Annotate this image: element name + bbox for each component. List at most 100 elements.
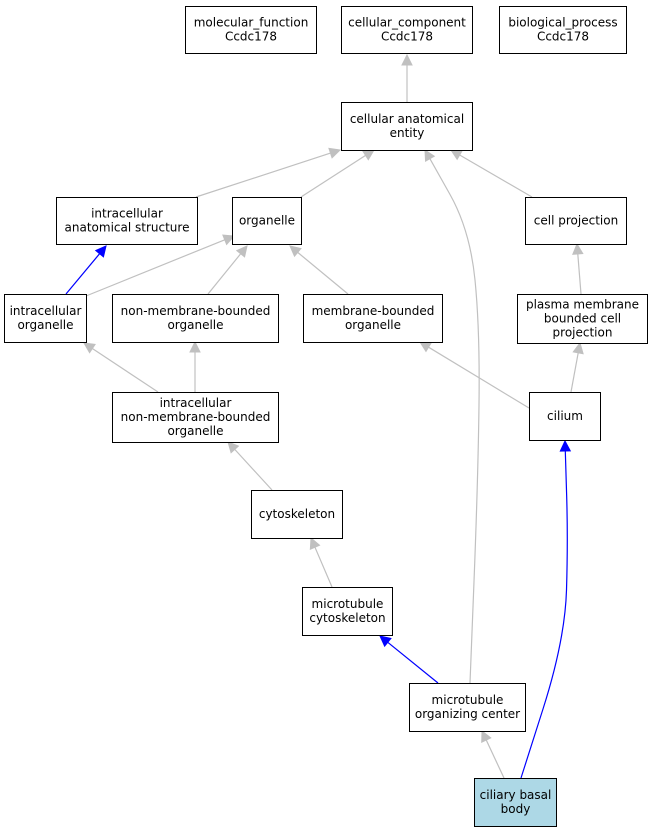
node-box[interactable]	[4, 294, 87, 343]
node-box[interactable]	[303, 294, 443, 343]
edge-line	[85, 239, 225, 297]
node-label-line: membrane-bounded	[312, 304, 435, 318]
arrowhead-icon	[94, 245, 107, 258]
node-box[interactable]	[185, 6, 317, 54]
edge-intracellular_organelle-to-organelle	[85, 234, 236, 297]
node-label-line: cellular_component	[348, 15, 466, 29]
edge-line	[570, 352, 579, 393]
node-label-line: cellular anatomical	[350, 112, 464, 126]
edge-line	[92, 348, 159, 393]
arrowhead-icon	[235, 245, 248, 258]
node-cilium[interactable]: cilium	[529, 392, 601, 441]
edge-cytoskeleton-to-intracellular_non_membrane_bounded_organelle	[227, 441, 273, 491]
edge-line	[429, 158, 480, 684]
node-box[interactable]	[499, 6, 627, 54]
node-box[interactable]	[56, 197, 198, 245]
edge-line	[459, 154, 533, 198]
node-box[interactable]	[341, 6, 473, 54]
node-box[interactable]	[341, 102, 473, 151]
edge-line	[195, 152, 331, 198]
edge-ciliary_basal_body-to-microtubule_organizing_center	[481, 729, 505, 779]
node-cytoskeleton[interactable]: cytoskeleton	[251, 490, 343, 539]
node-label-line: cell projection	[534, 213, 618, 227]
arrowhead-icon	[450, 149, 463, 161]
node-cell-projection[interactable]: cell projection	[525, 197, 627, 245]
arrowhead-icon	[572, 341, 584, 355]
node-organelle[interactable]: organelle	[232, 197, 302, 245]
edge-line	[428, 346, 530, 409]
node-intracellular-non-membrane-bounded-organelle[interactable]: intracellularnon-membrane-boundedorganel…	[112, 392, 279, 443]
node-label-line: organelle	[239, 213, 295, 227]
node-box[interactable]	[232, 197, 302, 245]
arrowhead-icon	[424, 149, 436, 162]
node-label-line: molecular_function	[194, 15, 309, 29]
node-box[interactable]	[525, 197, 627, 245]
edge-line	[300, 154, 366, 198]
node-label-line: ciliary basal	[480, 788, 552, 802]
edge-line	[387, 641, 439, 684]
node-label-line: microtubule	[432, 693, 504, 707]
node-box[interactable]	[529, 392, 601, 441]
edge-microtubule_cytoskeleton-to-cytoskeleton	[309, 536, 333, 588]
node-label-line: organelle	[167, 318, 223, 332]
node-label-line: cytoskeleton	[309, 611, 385, 625]
node-label-line: non-membrane-bounded	[121, 304, 271, 318]
edge-ciliary_basal_body-to-cilium	[520, 439, 572, 779]
node-label-line: organizing center	[415, 707, 520, 721]
arrowhead-icon	[559, 439, 572, 452]
edge-line	[234, 448, 273, 491]
node-box[interactable]	[474, 778, 557, 827]
node-box[interactable]	[112, 294, 279, 343]
edges-layer	[65, 53, 584, 779]
edge-cilium-to-plasma_membrane_bounded_cell_projection	[570, 341, 584, 393]
node-label-line: microtubule	[312, 597, 384, 611]
node-label-line: organelle	[167, 424, 223, 438]
edge-cellular_anatomical_entity-to-cellular_component	[401, 53, 413, 102]
node-label-line: anatomical structure	[65, 220, 190, 234]
edge-intracellular_non_membrane_bounded_organelle-to-non_membrane_bounded_organelle	[189, 340, 201, 392]
node-box[interactable]	[112, 392, 279, 443]
arrowhead-icon	[289, 245, 302, 258]
node-label-line: Ccdc178	[225, 29, 277, 43]
node-box[interactable]	[302, 587, 393, 636]
node-label-line: projection	[553, 325, 613, 339]
edge-line	[207, 253, 242, 295]
node-box[interactable]	[409, 683, 526, 732]
edge-membrane_bounded_organelle-to-organelle	[289, 245, 349, 295]
edge-line	[297, 251, 349, 295]
arrowhead-icon	[227, 441, 240, 454]
edge-line	[314, 546, 333, 588]
arrowhead-icon	[419, 341, 432, 353]
arrowhead-icon	[572, 242, 584, 255]
node-box[interactable]	[517, 294, 648, 344]
edge-intracellular_organelle-to-intracellular_anatomical_structure	[65, 245, 107, 295]
node-box[interactable]	[251, 490, 343, 539]
node-label-line: body	[501, 802, 531, 816]
edge-cilium-to-membrane_bounded_organelle	[419, 341, 530, 409]
edge-non_membrane_bounded_organelle-to-organelle	[207, 245, 248, 295]
edge-organelle-to-cellular_anatomical_entity	[300, 149, 375, 198]
node-label-line: plasma membrane	[526, 297, 639, 311]
node-label-line: organelle	[345, 318, 401, 332]
node-label-line: cilium	[547, 409, 583, 423]
node-label-line: intracellular	[10, 304, 82, 318]
node-label-line: non-membrane-bounded	[121, 410, 271, 424]
edge-intracellular_anatomical_structure-to-cellular_anatomical_entity	[195, 147, 342, 198]
edge-line	[577, 253, 582, 295]
arrowhead-icon	[401, 53, 413, 66]
arrowhead-icon	[328, 147, 342, 159]
